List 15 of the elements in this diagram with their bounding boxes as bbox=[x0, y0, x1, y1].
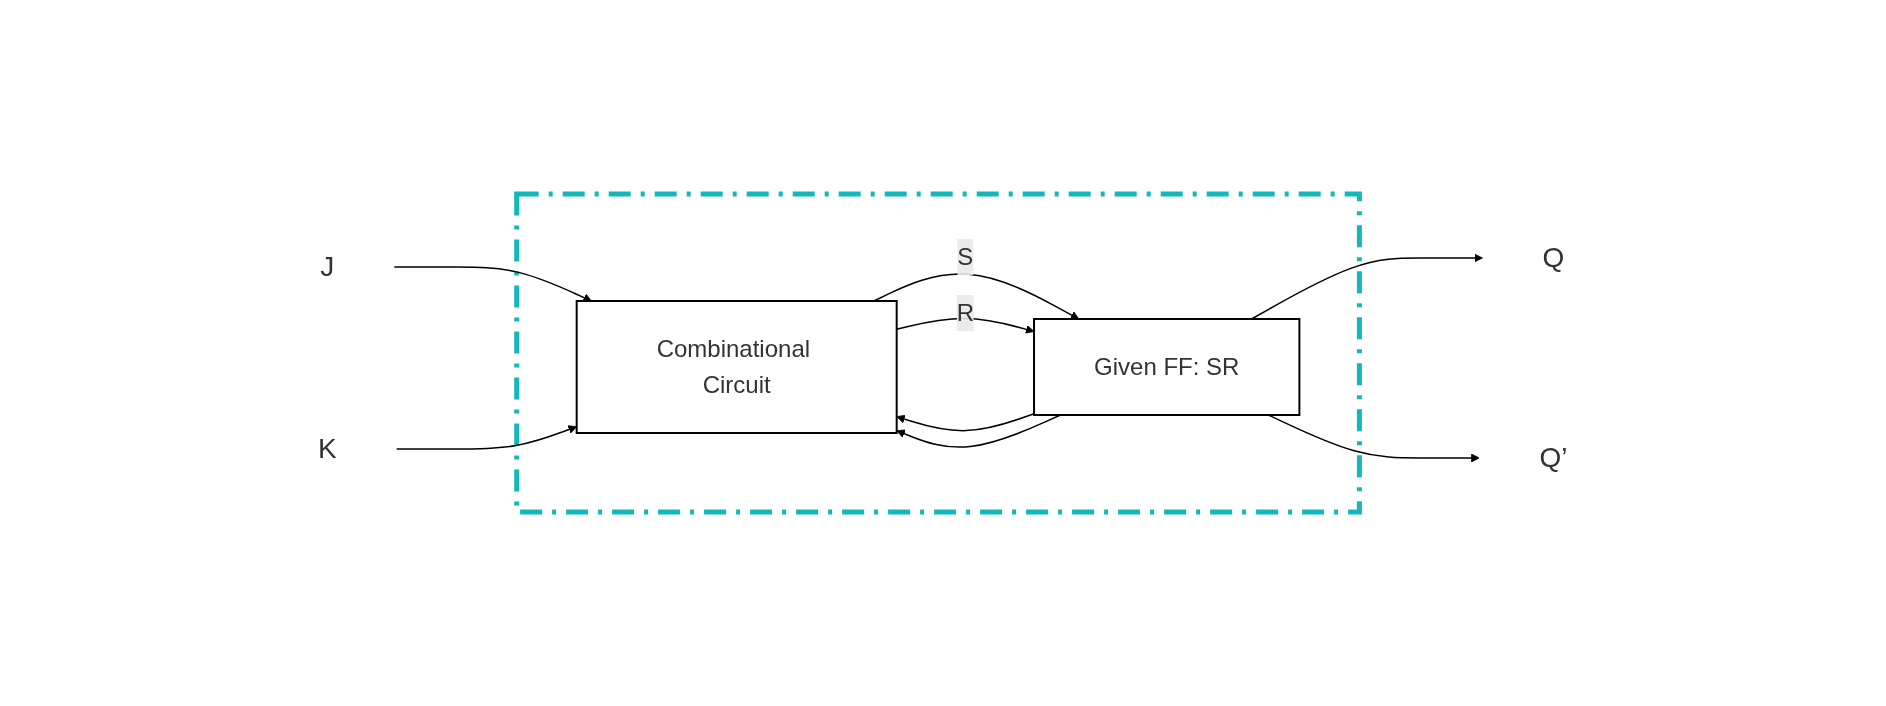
arrow bbox=[873, 273, 1080, 320]
arrow bbox=[396, 425, 578, 450]
node-box: Combinational Circuit bbox=[576, 300, 898, 434]
edge-label: R bbox=[956, 299, 975, 326]
node-text: Q bbox=[1542, 242, 1565, 273]
node-text: Q’ bbox=[1539, 442, 1568, 473]
arrow bbox=[896, 413, 1036, 432]
arrow bbox=[896, 317, 1035, 334]
arrow bbox=[393, 266, 593, 302]
edge-label: S bbox=[957, 243, 974, 270]
cluster bbox=[514, 191, 1363, 515]
node-text: J bbox=[320, 251, 335, 282]
node-box: Given FF: SR bbox=[1033, 318, 1301, 416]
arrow bbox=[1251, 253, 1484, 320]
node-text: K bbox=[318, 433, 337, 464]
